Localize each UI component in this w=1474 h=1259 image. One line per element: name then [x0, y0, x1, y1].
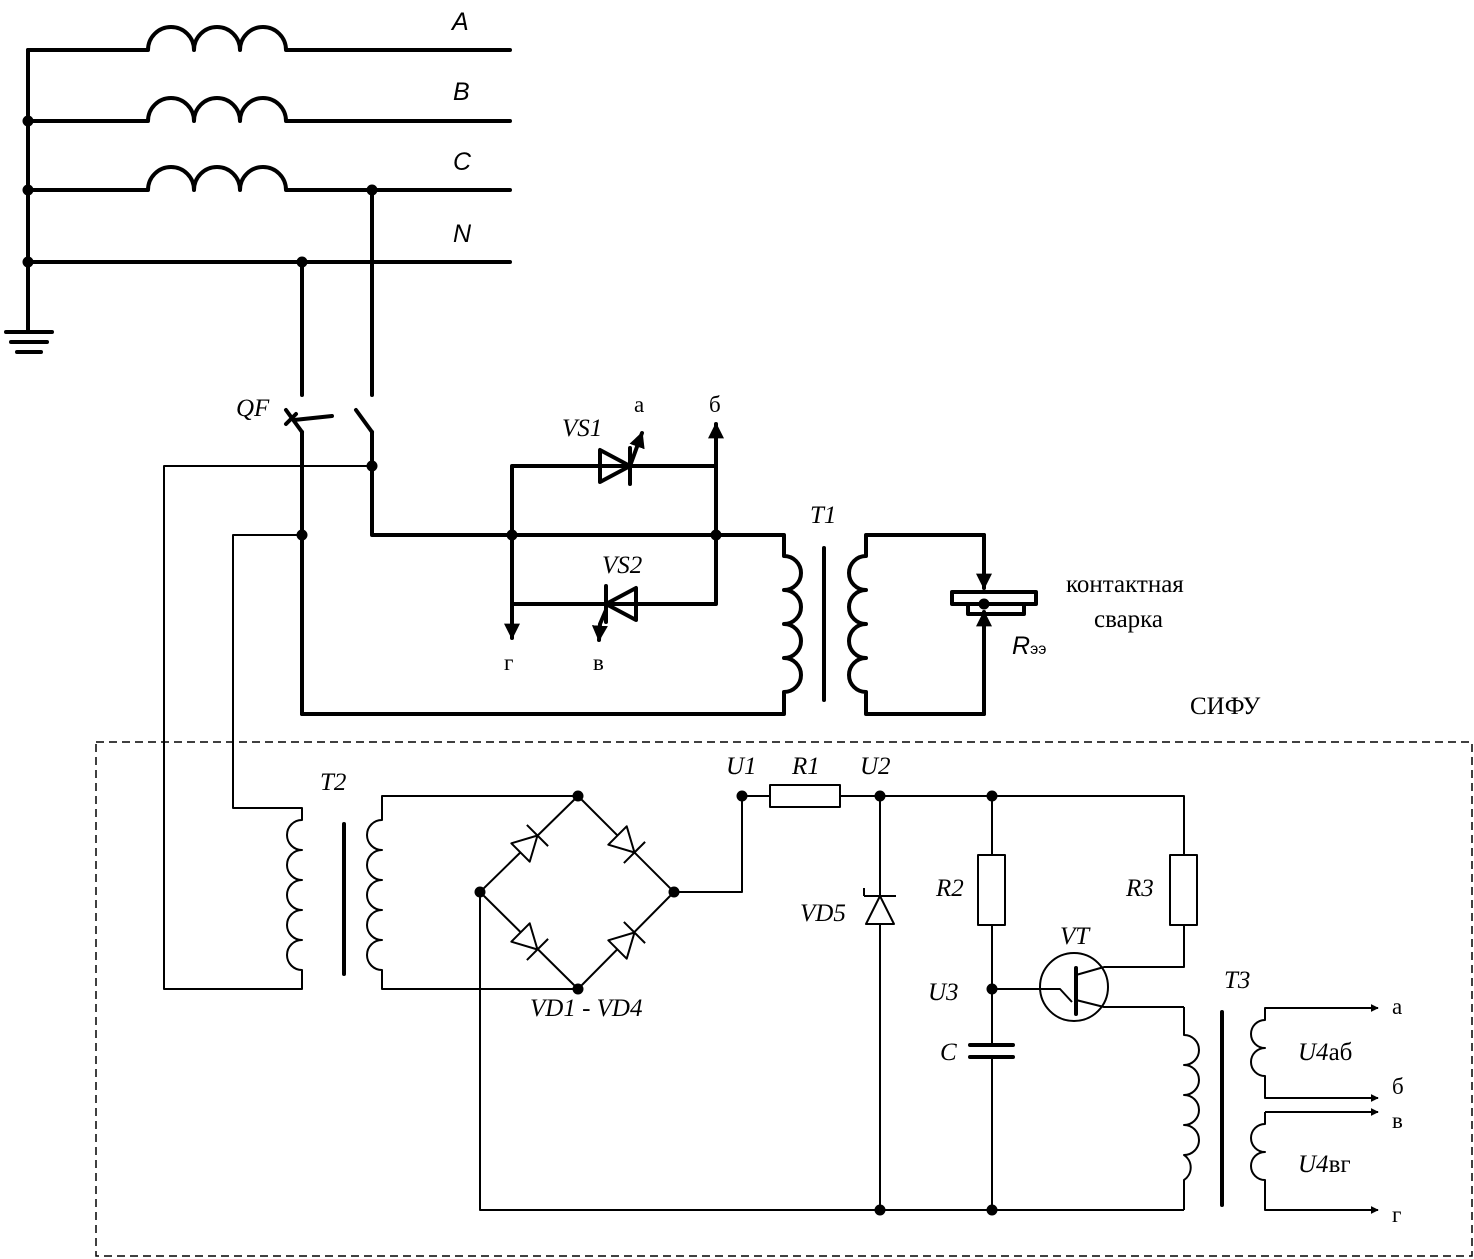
- welding-label-1: контактная: [1066, 571, 1184, 598]
- phase-label-a: A: [450, 8, 469, 36]
- winding-c: [26, 165, 512, 192]
- breaker-qf: [284, 184, 718, 716]
- thyristor-pair: [504, 422, 724, 642]
- phase-label-n: N: [453, 220, 472, 248]
- resistor-r1: [769, 784, 841, 808]
- winding-b: [26, 96, 512, 123]
- zener-vd5: [863, 888, 896, 925]
- vt-label: VT: [1060, 923, 1091, 950]
- transformer-t1: [300, 533, 1038, 716]
- vs1-label: VS1: [562, 415, 602, 442]
- c-label: C: [940, 1039, 957, 1066]
- resistor-r3: [1169, 854, 1198, 926]
- sifu-label: СИФУ: [1190, 693, 1261, 720]
- phase-label-c: C: [453, 148, 472, 176]
- junction: [22, 115, 34, 127]
- out-terminal-b: б: [1392, 1074, 1404, 1099]
- sifu-boundary: [95, 741, 1473, 1257]
- t3-label: T3: [1224, 967, 1250, 994]
- node-u1: U1: [726, 753, 757, 780]
- ground-icon: [4, 330, 54, 354]
- transistor-vt: [1039, 952, 1109, 1022]
- resistor-r2: [977, 854, 1006, 926]
- phase-label-b: B: [453, 78, 470, 106]
- r3-label: R3: [1125, 875, 1154, 902]
- source-windings: [4, 25, 512, 354]
- vs2-label: VS2: [602, 552, 642, 579]
- terminal-v-top: в: [593, 650, 604, 675]
- terminal-a-top: а: [634, 392, 644, 417]
- bridge-label: VD1 - VD4: [530, 995, 642, 1022]
- r2-label: R2: [935, 875, 964, 902]
- vs2-symbol: [604, 584, 638, 624]
- u4vg-label: U4вг: [1298, 1151, 1351, 1178]
- r1-label: R1: [791, 753, 820, 780]
- welding-label-2: сварка: [1094, 606, 1163, 633]
- control-wiring: [479, 784, 1198, 1216]
- transformer-t3: [1183, 1004, 1379, 1214]
- node-u2: U2: [860, 753, 891, 780]
- u4ab-label: U4аб: [1298, 1039, 1352, 1066]
- terminal-b-top: б: [709, 392, 721, 417]
- capacitor-c: [968, 1043, 1015, 1059]
- welding-electrode-bottom: [966, 602, 1026, 616]
- junction: [22, 256, 34, 268]
- out-terminal-g: г: [1392, 1202, 1401, 1227]
- transformer-t2: [163, 465, 578, 990]
- node-u3: U3: [928, 979, 959, 1006]
- out-terminal-v: в: [1392, 1108, 1403, 1133]
- vd5-label: VD5: [800, 900, 846, 927]
- t2-label: T2: [320, 769, 346, 796]
- t1-label: T1: [810, 502, 836, 529]
- qf-label: QF: [236, 395, 270, 422]
- out-terminal-a: а: [1392, 994, 1402, 1019]
- diode-bridge: [474, 790, 680, 995]
- junction: [22, 184, 34, 196]
- winding-a: [26, 25, 512, 52]
- terminal-g-top: г: [504, 650, 513, 675]
- ree-label: Rээ: [1012, 632, 1046, 660]
